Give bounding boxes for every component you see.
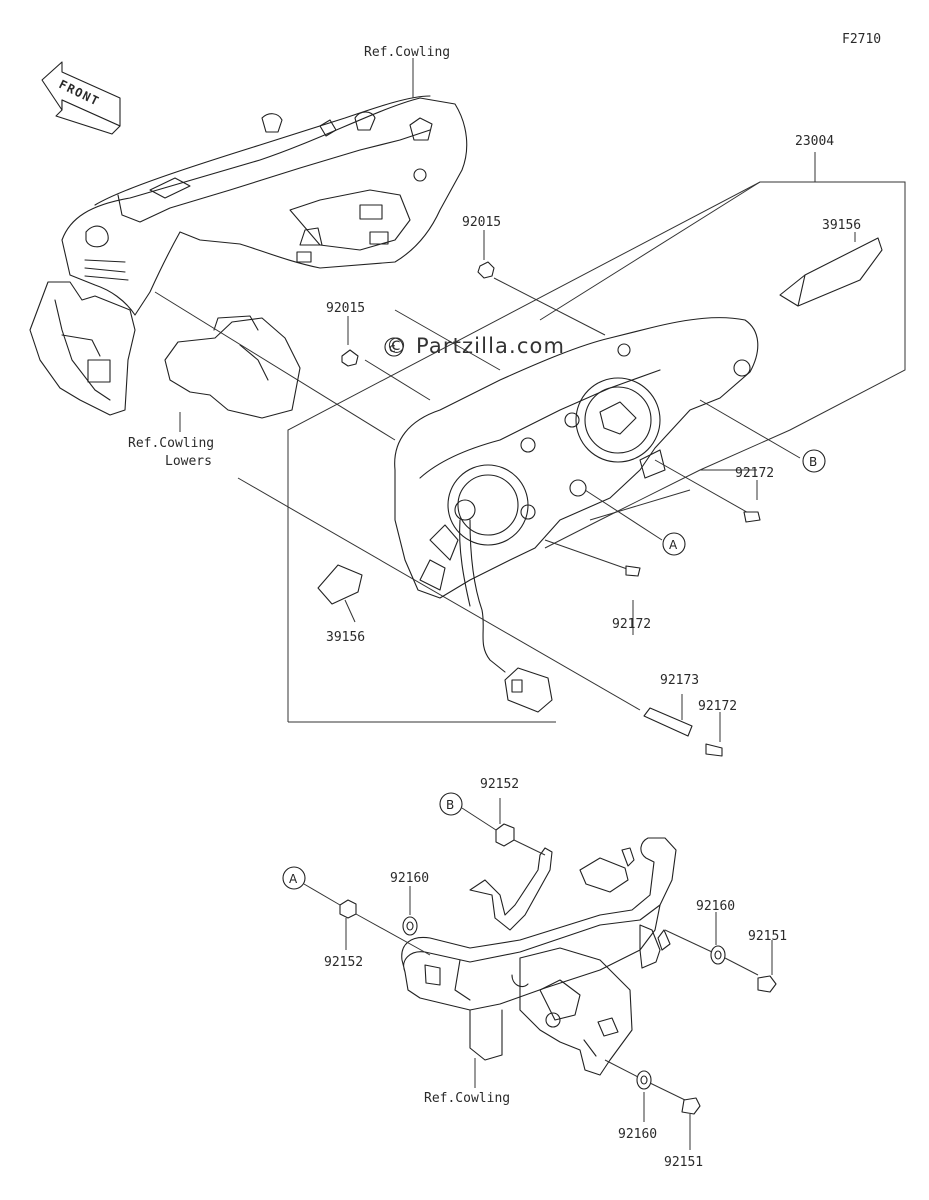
label-92160-a: 92160 (390, 871, 429, 886)
label-92151-a: 92151 (748, 929, 787, 944)
pad-39156-right-icon (779, 237, 883, 307)
bolt-92172-c-icon (705, 743, 723, 757)
svg-text:B: B (809, 455, 817, 469)
svg-text:© Partzilla.com: © Partzilla.com (386, 334, 564, 358)
wire-connector-icon (504, 667, 553, 713)
headlight-assembly-boundary (287, 152, 906, 723)
nut-92015-a-icon (477, 261, 495, 279)
grommet-92160-b-icon (664, 929, 759, 976)
bolt-92151-a-icon (757, 975, 777, 993)
lower-cowling-center (164, 315, 301, 419)
bolt-92172-a-icon (654, 459, 761, 523)
label-23004: 23004 (795, 134, 834, 149)
label-92160-b: 92160 (696, 899, 735, 914)
label-ref-cowling-lowers-2: Lowers (165, 454, 212, 469)
label-92172-b: 92172 (612, 617, 651, 632)
label-ref-cowling-bottom: Ref.Cowling (424, 1091, 510, 1106)
svg-text:c: c (389, 341, 396, 355)
svg-text:A: A (289, 872, 298, 886)
pad-39156-left-icon (317, 564, 363, 605)
upper-cowling-frame (61, 95, 468, 316)
label-92152-left: 92152 (324, 955, 363, 970)
label-92152-top: 92152 (480, 777, 519, 792)
watermark: c © Partzilla.com (384, 334, 564, 358)
label-92173: 92173 (660, 673, 699, 688)
label-92151-b: 92151 (664, 1155, 703, 1170)
leader-lines-headlight (584, 399, 801, 541)
collar-92152-top-icon (461, 807, 546, 856)
headlight-bracket (401, 837, 677, 1076)
callout-a-headlight: A (662, 532, 686, 556)
label-39156-right: 39156 (822, 218, 861, 233)
collar-92173-icon (643, 707, 693, 737)
bolt-92172-b-icon (544, 539, 641, 577)
svg-text:B: B (446, 798, 454, 812)
headlight-assembly (394, 317, 759, 673)
lower-cowling-left (29, 281, 136, 416)
label-92160-c: 92160 (618, 1127, 657, 1142)
front-arrow-icon: FRONT (41, 61, 121, 135)
callout-b-bracket: B (439, 792, 463, 816)
leader-lines-upper (154, 58, 641, 711)
label-92015-b: 92015 (326, 301, 365, 316)
nut-92015-b-icon (341, 349, 359, 367)
label-92015-a: 92015 (462, 215, 501, 230)
callout-b-headlight: B (802, 449, 826, 473)
label-ref-cowling-lowers-1: Ref.Cowling (128, 436, 214, 451)
label-92172-a: 92172 (735, 466, 774, 481)
collar-92152-left-icon (303, 883, 431, 956)
label-92172-c: 92172 (698, 699, 737, 714)
grommet-92160-c-icon (604, 1059, 686, 1101)
svg-text:A: A (669, 538, 678, 552)
figure-code: F2710 (842, 32, 881, 47)
label-ref-cowling-top: Ref.Cowling (364, 45, 450, 60)
leader-lines-lower (344, 230, 856, 1150)
bolt-92151-b-icon (681, 1097, 701, 1115)
grommet-92160-a-icon (402, 916, 418, 936)
callout-a-bracket: A (282, 866, 306, 890)
label-39156-left: 39156 (326, 630, 365, 645)
